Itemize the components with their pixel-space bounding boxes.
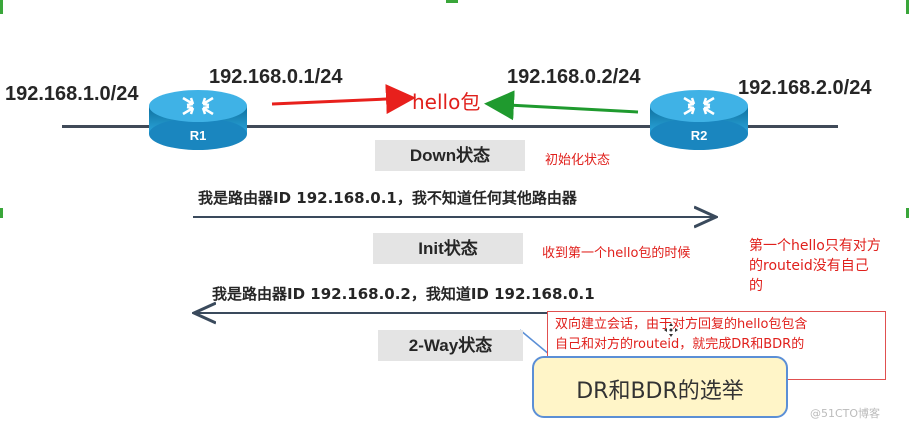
message-router1: 我是路由器ID 192.168.0.1，我不知道任何其他路由器 [198,189,577,207]
router-r1-label: R1 [189,128,207,143]
init-side-note: 第一个hello只有对方 的routeid没有自己 的 [749,236,881,296]
subnet-right-label: 192.168.2.0/24 [738,77,872,99]
init-side-note-line: 第一个hello只有对方 [749,238,881,254]
state-init-label: Init状态 [418,239,478,258]
init-side-note-line: 的routeid没有自己 [749,258,869,274]
twoway-note-line: 双向建立会话，由于对方回复的hello包包含 [555,317,808,332]
edge-marker-left [0,0,3,14]
edge-marker-left-mid [0,208,3,218]
dr-bdr-callout-text: DR和BDR的选举 [576,379,744,404]
hello-packet-label: hello包 [412,90,481,114]
move-cursor-icon [664,322,678,337]
hello-arrow-green [484,90,639,121]
dr-bdr-callout: DR和BDR的选举 [532,356,788,418]
state-init-box: Init状态 [373,233,523,264]
twoway-note: 双向建立会话，由于对方回复的hello包包含 自己和对方的routeid，就完成… [555,315,807,375]
watermark: @51CTO博客 [810,407,881,420]
state-twoway-label: 2-Way状态 [408,336,493,355]
edge-marker-top [446,0,458,3]
twoway-note-line: 自己和对方的routeid，就完成DR和BDR的 [555,337,805,352]
init-side-note-line: 的 [749,278,763,294]
state-init-note: 收到第一个hello包的时候 [542,246,691,261]
network-link-line [62,125,838,128]
router-r2: R2 [648,88,750,152]
edge-marker-right-mid [906,208,909,218]
hello-arrow-red [271,84,416,115]
subnet-r2-label: 192.168.0.2/24 [507,66,641,88]
state-twoway-box: 2-Way状态 [378,330,523,361]
state-down-box: Down状态 [375,140,525,171]
router-r2-label: R2 [690,128,708,143]
subnet-r1-label: 192.168.0.1/24 [209,66,343,88]
state-down-note: 初始化状态 [545,153,611,168]
state-down-label: Down状态 [409,146,491,165]
router-r1: R1 [147,88,249,152]
edge-marker-right [906,0,909,14]
router-icon [650,90,748,150]
message-router2: 我是路由器ID 192.168.0.2，我知道ID 192.168.0.1 [212,285,595,303]
subnet-left-label: 192.168.1.0/24 [5,83,139,105]
router-icon [149,90,247,150]
